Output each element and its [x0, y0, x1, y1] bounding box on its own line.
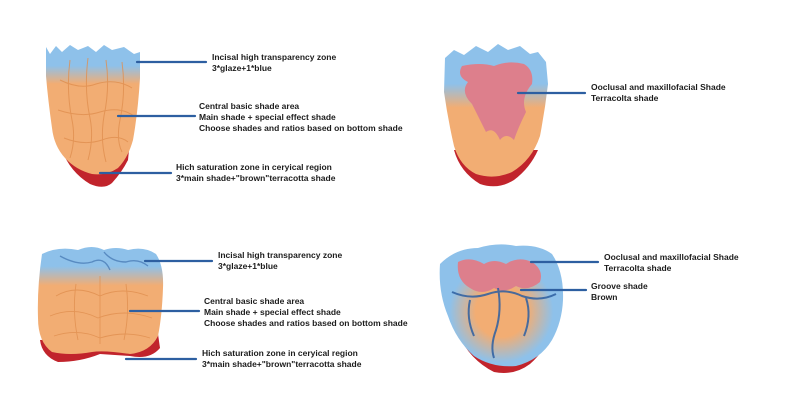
label-line: Groove shade	[591, 281, 648, 292]
occlusal-maxillofacial-zone	[458, 259, 541, 292]
label-incisal-transparency-zone: Incisal high transparency zone 3*glaze+1…	[212, 52, 336, 74]
label-line: Ooclusal and maxillofacial Shade	[591, 82, 726, 93]
label-molar-incisal-transparency-zone: Incisal high transparency zone 3*glaze+1…	[218, 250, 342, 272]
label-molar-central-shade-area: Central basic shade area Main shade + sp…	[204, 296, 408, 329]
label-line: Central basic shade area	[204, 296, 408, 307]
label-line: Ooclusal and maxillofacial Shade	[604, 252, 739, 263]
label-line: Choose shades and ratios based on bottom…	[199, 123, 403, 134]
label-line: 3*main shade+"brown"terracotta shade	[176, 173, 335, 184]
label-line: Terracolta shade	[591, 93, 726, 104]
label-line: 3*main shade+"brown"terracotta shade	[202, 359, 361, 370]
label-line: 3*glaze+1*blue	[218, 261, 342, 272]
label-line: Central basic shade area	[199, 101, 403, 112]
tooth-incisor-lingual	[444, 44, 548, 186]
label-line: Hich saturation zone in ceryical region	[202, 348, 361, 359]
label-line: Terracolta shade	[604, 263, 739, 274]
label-line: 3*glaze+1*blue	[212, 63, 336, 74]
label-occlusal-maxillofacial-shade: Ooclusal and maxillofacial Shade Terraco…	[604, 252, 739, 274]
label-line: Incisal high transparency zone	[218, 250, 342, 261]
label-line: Brown	[591, 292, 648, 303]
label-line: Main shade + special effect shade	[199, 112, 403, 123]
label-line: Incisal high transparency zone	[212, 52, 336, 63]
tooth-molar-occlusal	[440, 244, 563, 373]
label-line: Hich saturation zone in ceryical region	[176, 162, 335, 173]
label-line: Main shade + special effect shade	[204, 307, 408, 318]
label-groove-shade: Groove shade Brown	[591, 281, 648, 303]
label-molar-cervical-saturation-zone: Hich saturation zone in ceryical region …	[202, 348, 361, 370]
label-cervical-saturation-zone: Hich saturation zone in ceryical region …	[176, 162, 335, 184]
tooth-molar-buccal	[38, 247, 163, 362]
label-lingual-occlusal-shade: Ooclusal and maxillofacial Shade Terraco…	[591, 82, 726, 104]
incisor-crown	[46, 45, 140, 174]
label-central-shade-area: Central basic shade area Main shade + sp…	[199, 101, 403, 134]
label-line: Choose shades and ratios based on bottom…	[204, 318, 408, 329]
